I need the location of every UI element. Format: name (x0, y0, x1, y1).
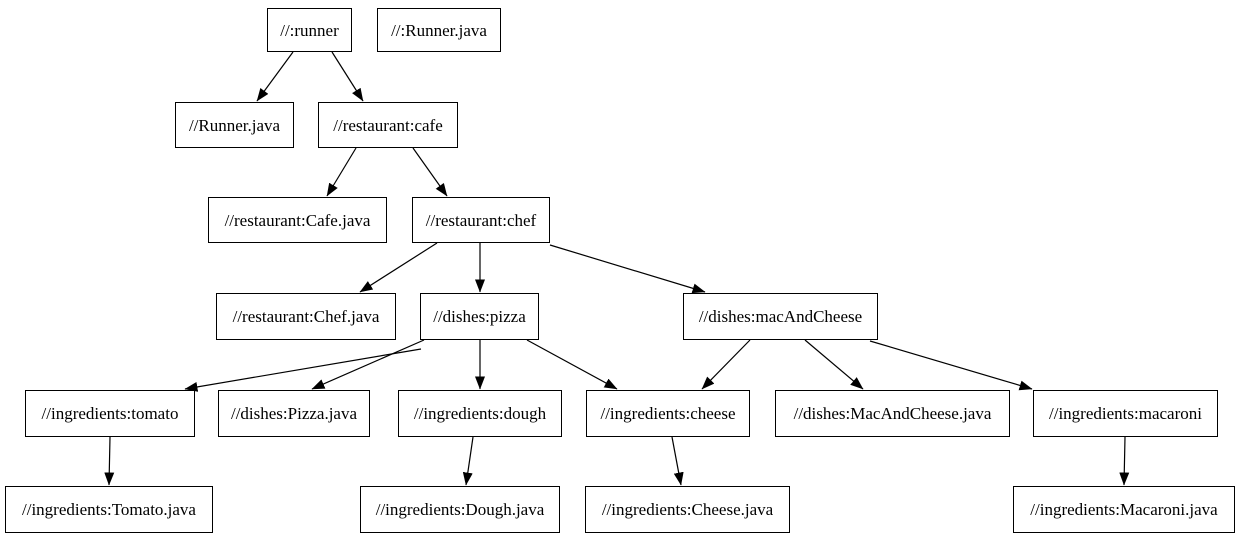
node-label: //restaurant:cafe (333, 115, 443, 135)
edge-tomato-to-tomato-java (104, 436, 115, 486)
node-mac-and-cheese: //dishes:macAndCheese (683, 293, 878, 340)
node-tomato-java: //ingredients:Tomato.java (5, 486, 213, 533)
node-label: //dishes:MacAndCheese.java (793, 404, 992, 423)
edge-cafe-to-chef (412, 147, 448, 197)
node-label: //Runner.java (188, 115, 281, 135)
node-label: //ingredients:Macaroni.java (1030, 500, 1218, 519)
node-cafe-java: //restaurant:Cafe.java (208, 197, 387, 243)
edge-pizza-to-pizza-java (311, 339, 425, 390)
node-pizza-java: //dishes:Pizza.java (218, 390, 370, 437)
node-label: //dishes:Pizza.java (230, 404, 358, 423)
edge-chef-to-chef-java (359, 242, 438, 293)
edge-macaroni-to-macaroni-java (1119, 436, 1130, 486)
node-label: //ingredients:tomato (41, 404, 179, 423)
node-chef-java: //restaurant:Chef.java (216, 293, 396, 340)
node-macaroni-java: //ingredients:Macaroni.java (1013, 486, 1235, 533)
edge-runner-to-runner-java (256, 51, 294, 102)
node-label: //dishes:macAndCheese (698, 307, 863, 326)
node-label: //ingredients:Cheese.java (601, 500, 774, 519)
node-label: //ingredients:dough (413, 404, 547, 423)
node-runner: //:runner (267, 8, 352, 52)
edge-cafe-to-cafe-java (326, 147, 357, 197)
node-pizza: //dishes:pizza (420, 293, 539, 340)
node-cafe: //restaurant:cafe (318, 102, 458, 148)
node-cheese: //ingredients:cheese (586, 390, 750, 437)
node-tomato: //ingredients:tomato (25, 390, 195, 437)
node-label: //ingredients:Dough.java (375, 500, 545, 519)
node-label: //:Runner.java (391, 20, 487, 40)
edge-cheese-to-cheese-java (671, 436, 684, 486)
edge-mac-and-cheese-to-cheese (701, 339, 751, 390)
node-chef: //restaurant:chef (412, 197, 550, 243)
edge-chef-to-mac-and-cheese (549, 244, 706, 294)
node-label: //restaurant:chef (425, 210, 537, 230)
node-label: //ingredients:cheese (600, 404, 736, 423)
edge-pizza-to-cheese (526, 339, 618, 390)
edge-runner-to-cafe (331, 51, 364, 102)
node-label: //restaurant:Chef.java (232, 307, 380, 326)
node-label: //:runner (280, 20, 339, 40)
edge-pizza-to-tomato (184, 348, 422, 392)
node-mac-and-cheese-java: //dishes:MacAndCheese.java (775, 390, 1010, 437)
edge-mac-and-cheese-to-macaroni (869, 340, 1033, 391)
node-dough: //ingredients:dough (398, 390, 562, 437)
node-label: //dishes:pizza (433, 307, 526, 326)
node-runner-java: //Runner.java (175, 102, 294, 148)
node-cheese-java: //ingredients:Cheese.java (585, 486, 790, 533)
node-label: //restaurant:Cafe.java (224, 210, 371, 230)
node-dough-java: //ingredients:Dough.java (360, 486, 560, 533)
edge-mac-and-cheese-to-mac-and-cheese-java (804, 339, 864, 390)
node-macaroni: //ingredients:macaroni (1033, 390, 1218, 437)
node-runner-java-target: //:Runner.java (377, 8, 501, 52)
node-label: //ingredients:macaroni (1049, 404, 1202, 423)
node-label: //ingredients:Tomato.java (22, 500, 196, 519)
edge-dough-to-dough-java (462, 436, 474, 486)
